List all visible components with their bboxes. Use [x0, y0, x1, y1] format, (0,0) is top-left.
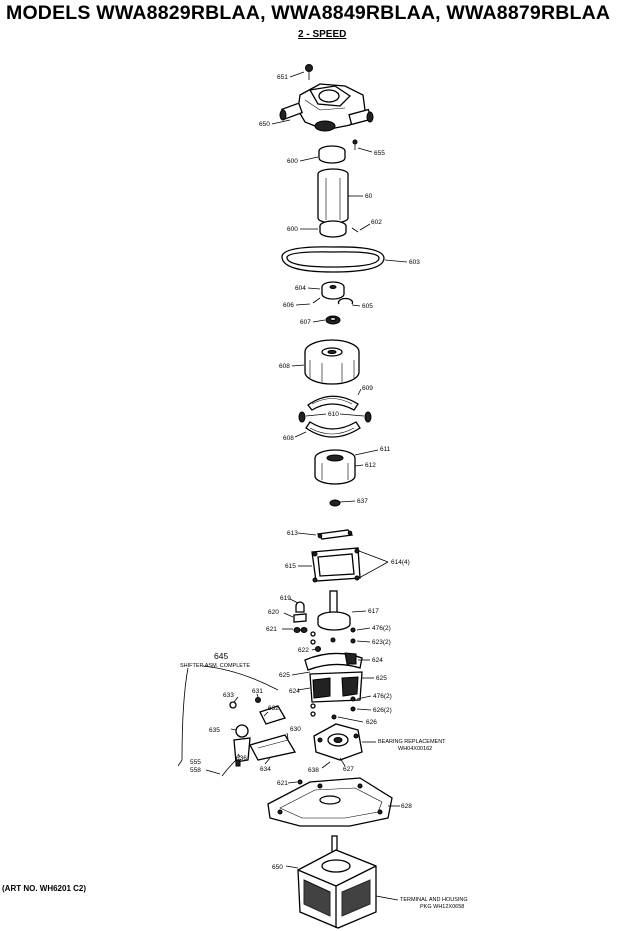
label-621: 621 [266, 626, 277, 633]
label-600-top: 600 [287, 158, 298, 165]
label-635: 635 [209, 727, 220, 734]
part-604-pulley [307, 281, 345, 300]
bearing-part-number: WH04X00162 [398, 746, 433, 752]
diagram-title: MODELS WWA8829RBLAA, WWA8849RBLAA, WWA88… [6, 2, 611, 24]
label-602: 602 [371, 219, 382, 226]
label-610: 610 [328, 411, 339, 418]
part-620-bracket [283, 612, 307, 623]
part-606-key [295, 297, 321, 306]
part-615-cover [298, 547, 389, 583]
label-617: 617 [368, 608, 379, 615]
terminal-housing-text: TERMINAL AND HOUSING [400, 897, 468, 903]
part-625-gear-ring [297, 671, 374, 703]
label-637: 637 [357, 498, 368, 505]
label-476-upper: 476(2) [372, 625, 391, 632]
label-603: 603 [409, 259, 420, 266]
label-609: 609 [362, 385, 373, 392]
part-621-washer-lower [287, 779, 303, 785]
label-623: 623(2) [372, 639, 391, 646]
part-651-screw [289, 64, 313, 80]
part-608-clutch-drum [291, 339, 360, 385]
part-605-ring [337, 297, 361, 307]
part-619-clip [289, 598, 305, 613]
label-614: 614(4) [391, 559, 410, 566]
bearing-replacement-text: BEARING REPLACEMENT [378, 739, 446, 745]
label-615: 615 [285, 563, 296, 570]
label-655: 655 [374, 150, 385, 157]
part-607-nut [312, 315, 341, 325]
label-620: 620 [268, 609, 279, 616]
label-645: 645 [214, 651, 229, 661]
label-625-right: 625 [376, 675, 387, 682]
part-609-shoe-upper [307, 388, 362, 411]
label-632: 632 [268, 705, 279, 712]
part-603-belt [281, 246, 408, 273]
part-476-623-washers [310, 627, 371, 645]
label-613: 613 [287, 530, 298, 537]
label-607: 607 [300, 319, 311, 326]
label-650-motor: 650 [272, 864, 283, 871]
label-631: 631 [252, 688, 263, 695]
label-558: 558 [190, 767, 201, 774]
part-608-shoe-lower [294, 421, 361, 438]
label-629: 628 [401, 803, 412, 810]
part-650-motor [285, 835, 399, 929]
label-638: 638 [308, 767, 319, 774]
label-606: 606 [283, 302, 294, 309]
part-601-sleeve [317, 168, 363, 224]
label-625-left: 625 [279, 672, 290, 679]
part-638-bearing [313, 723, 376, 769]
part-624-gear-ring [291, 652, 370, 676]
label-600-bottom: 600 [287, 226, 298, 233]
part-476-626-washers-lower [310, 695, 372, 723]
part-655-screw [352, 139, 373, 153]
label-612: 612 [365, 462, 376, 469]
art-number: (ART NO. WH6201 C2) [2, 884, 87, 893]
diagram-subtitle: 2 - SPEED [298, 29, 347, 40]
label-608-lower: 608 [283, 435, 294, 442]
label-611: 611 [380, 446, 391, 453]
label-636: 636 [236, 755, 247, 762]
label-601: 60 [365, 193, 373, 200]
label-604: 604 [295, 285, 306, 292]
label-633: 633 [223, 692, 234, 699]
part-621-rings [282, 627, 308, 633]
part-637-washer [329, 499, 356, 507]
part-600-seal-bottom [300, 220, 347, 238]
label-645-description: SHIFTER ASM. COMPLETE [180, 663, 250, 669]
part-602-pin [351, 223, 371, 233]
label-634: 634 [260, 766, 271, 773]
label-626: 626 [366, 719, 377, 726]
terminal-housing-part: PKG WH12X0658 [420, 904, 465, 910]
label-605: 605 [362, 303, 373, 310]
label-624-lower: 624 [289, 688, 300, 695]
label-650: 650 [259, 121, 270, 128]
part-629-mounting-plate [267, 777, 400, 827]
part-612-cam [314, 449, 379, 485]
label-476-lower: 476(2) [373, 693, 392, 700]
part-645-shifter-assembly [177, 665, 297, 777]
part-622-pinion [311, 646, 321, 652]
part-617-shaft-gear [317, 590, 367, 631]
label-630: 630 [290, 726, 301, 733]
label-627: 627 [343, 766, 354, 773]
label-622: 622 [298, 647, 309, 654]
part-650-pump [271, 83, 374, 132]
label-608: 608 [279, 363, 290, 370]
label-626-pair: 626(2) [373, 707, 392, 714]
part-600-seal-top [299, 145, 346, 164]
label-624: 624 [372, 657, 383, 664]
label-619: 619 [280, 595, 291, 602]
part-610-springs [298, 411, 372, 423]
label-555: 555 [190, 759, 201, 766]
label-651: 651 [277, 74, 288, 81]
part-613-plate [297, 529, 354, 540]
label-621-lower: 621 [277, 780, 288, 787]
